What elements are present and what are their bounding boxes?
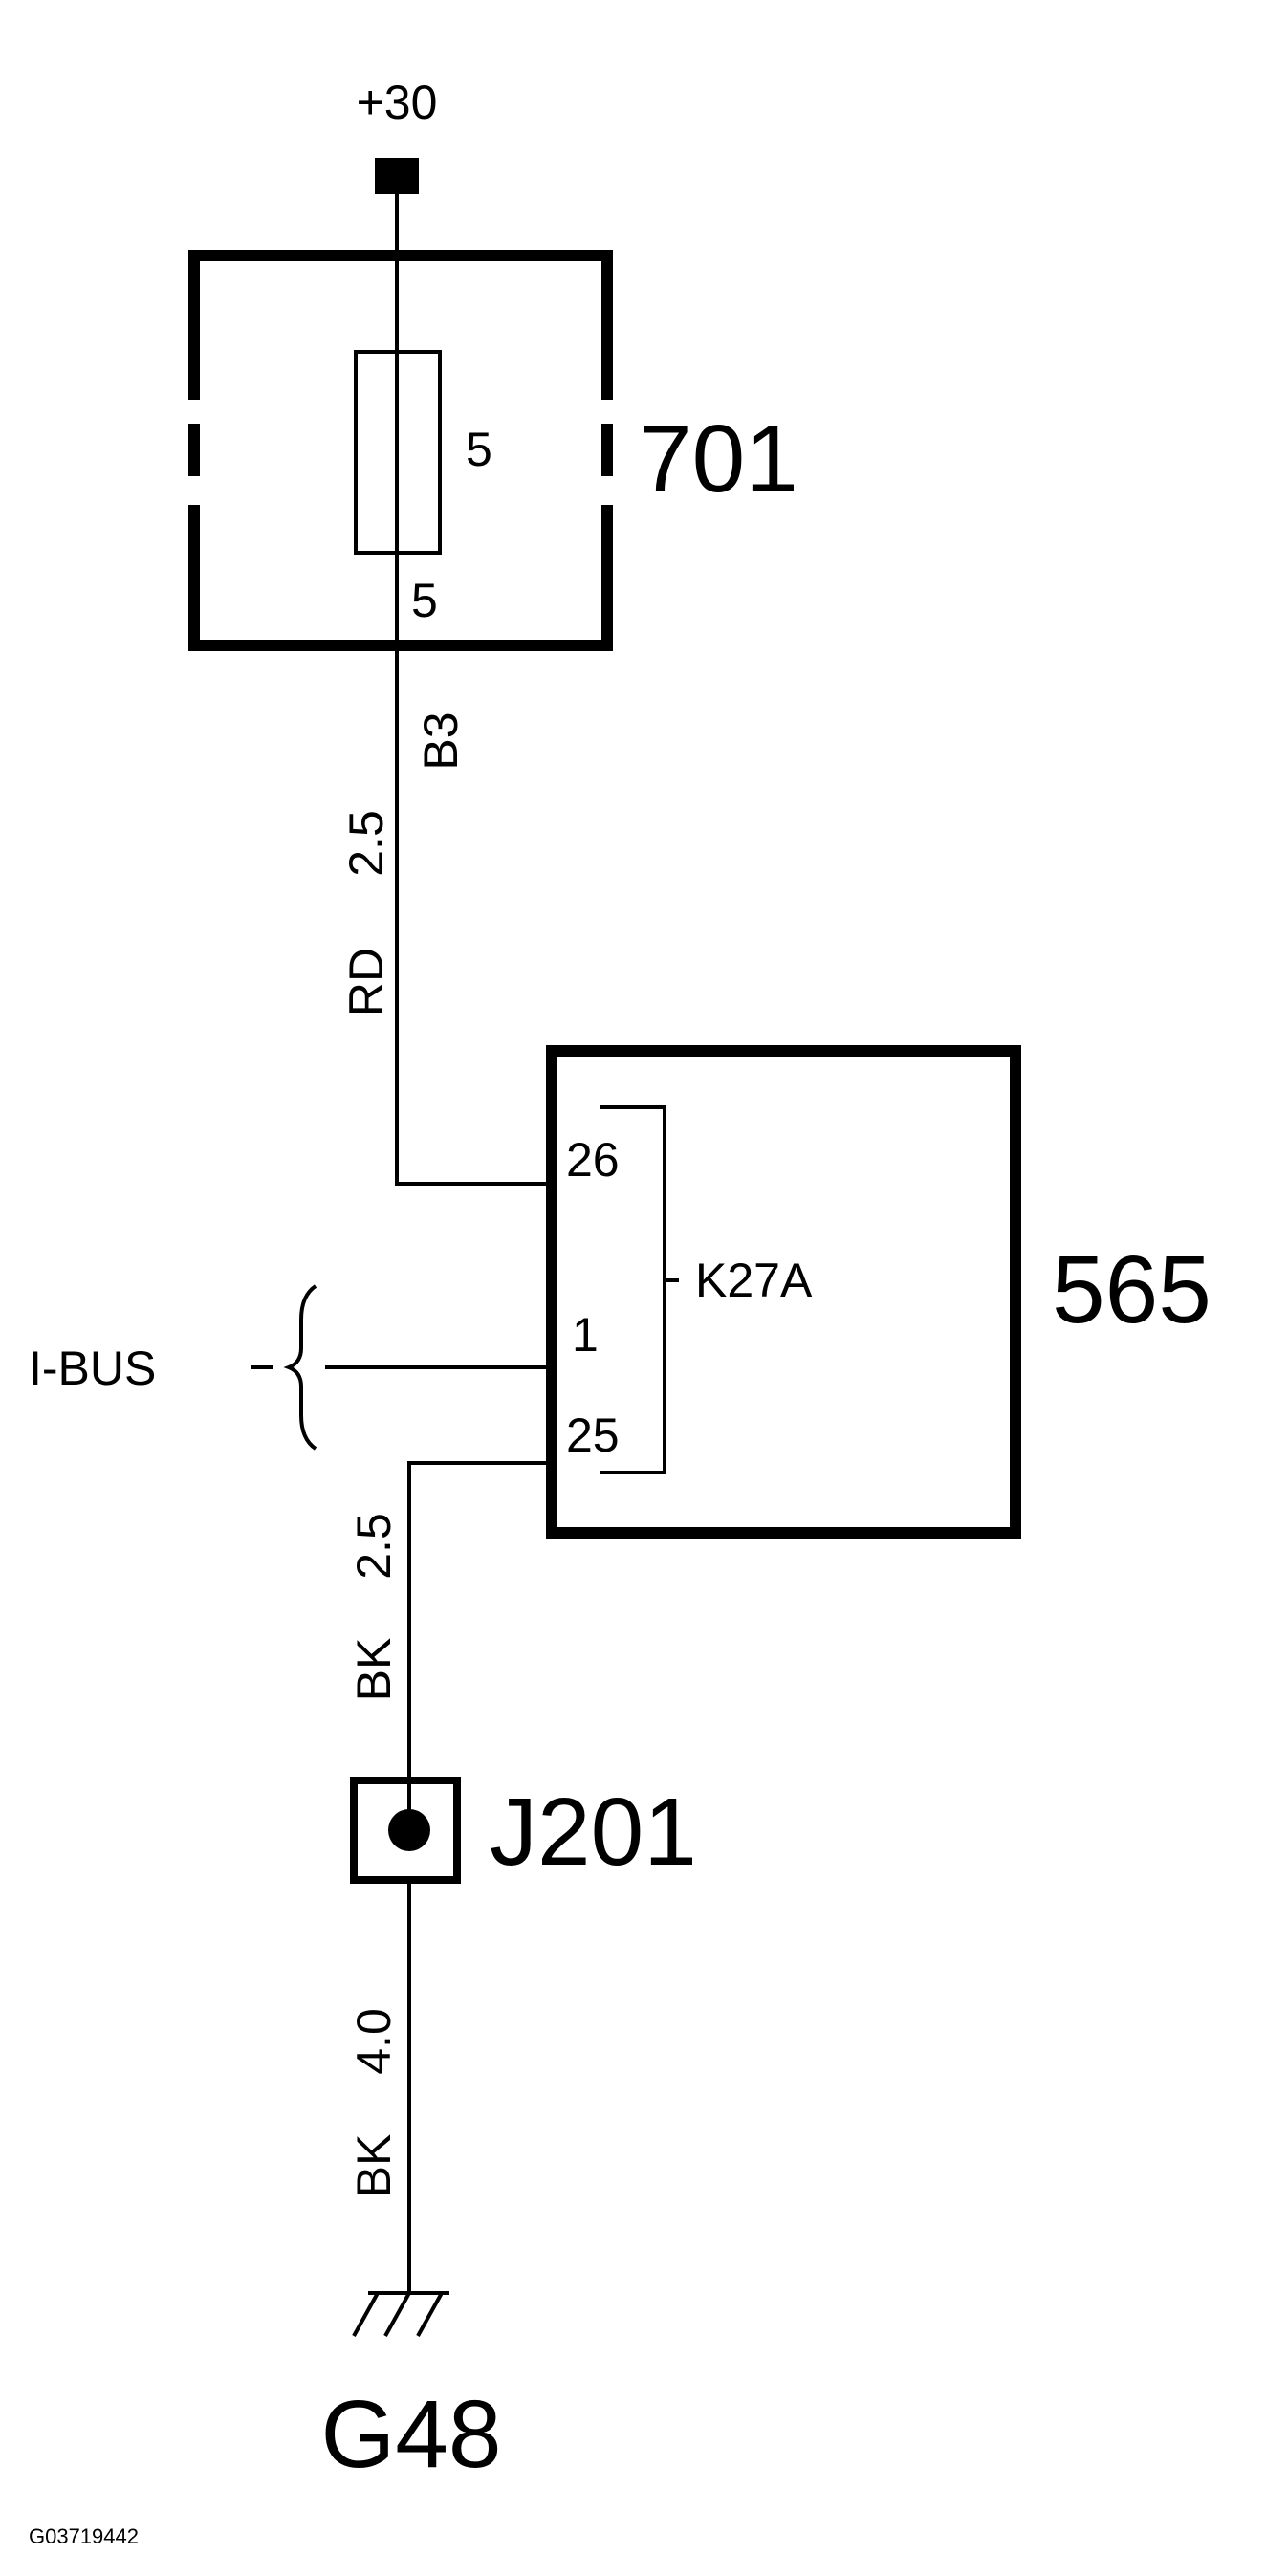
- pin-25-label: 25: [566, 1408, 620, 1462]
- fuse-terminal-number: 5: [411, 574, 438, 627]
- figure-code: G03719442: [29, 2524, 139, 2548]
- wire-middle-size: 2.5: [347, 1513, 401, 1580]
- wire-lower-color: BK: [347, 2134, 401, 2198]
- supply-label: +30: [357, 76, 438, 129]
- module-id: 565: [1052, 1236, 1211, 1343]
- fuse-box-701-outline: [188, 250, 613, 651]
- wire-upper-size: 2.5: [339, 810, 393, 877]
- junction-j201-box: [350, 1777, 461, 1884]
- fuse-symbol: [354, 350, 442, 555]
- supply-terminal: [375, 158, 419, 194]
- bus-brace: [283, 1284, 317, 1451]
- bus-label: I-BUS: [29, 1342, 156, 1395]
- connector-k27a-bracket: [600, 1105, 679, 1474]
- pin-1-label: 1: [572, 1308, 599, 1362]
- wire-lower-size: 4.0: [347, 2008, 401, 2075]
- module-565-box: [546, 1045, 1021, 1539]
- junction-dot: [388, 1809, 430, 1851]
- wire-pin-25-to-junction: [407, 1461, 552, 1831]
- fuse-number: 5: [466, 423, 492, 476]
- fuse-connector-label: B3: [414, 711, 468, 770]
- junction-id: J201: [490, 1779, 697, 1886]
- pin-26-label: 26: [566, 1133, 620, 1187]
- ground-id: G48: [320, 2381, 501, 2488]
- wire-upper-color: RD: [339, 948, 393, 1016]
- fuse-box-id: 701: [639, 405, 798, 513]
- ground-symbol: [352, 2291, 449, 2337]
- module-connector-label: K27A: [695, 1254, 813, 1307]
- wire-middle-color: BK: [347, 1638, 401, 1702]
